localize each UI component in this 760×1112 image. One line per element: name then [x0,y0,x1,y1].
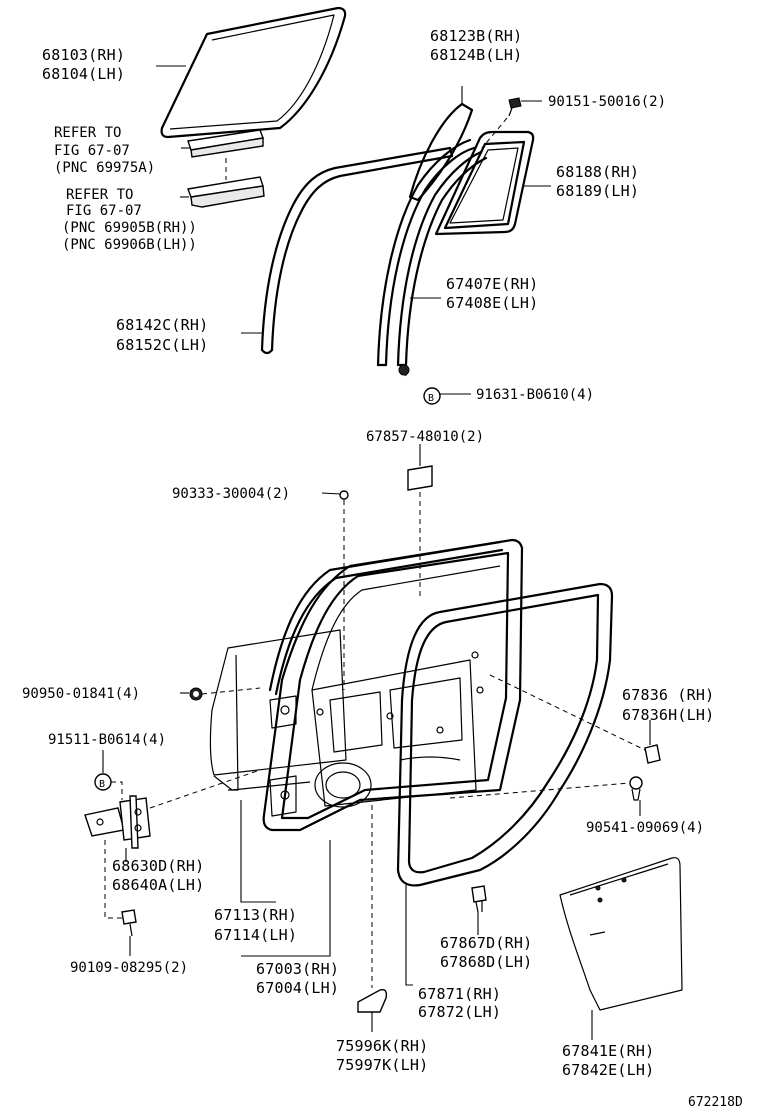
label-grommet: 90950-01841(4) [22,686,140,702]
label-refer1-a: REFER TO [54,125,121,141]
label-clip-right-lh: 67836H(LH) [622,706,714,724]
label-service-cover-lh: 67842E(LH) [562,1061,654,1079]
dash-clip-round [449,782,631,799]
label-refer2-b: FIG 67-07 [66,203,142,219]
label-clip-round: 90541-09069(4) [586,820,704,836]
label-plug: 90333-30004(2) [172,486,290,502]
label-frame-rh: 68188(RH) [556,163,639,181]
dash-grommet [201,687,261,695]
screw-top[interactable] [508,97,522,117]
label-hinge-lh: 68640A(LH) [112,876,204,894]
plug[interactable] [339,490,349,500]
label-glass-lh: 68104(LH) [42,65,125,83]
label-screw: 90151-50016(2) [548,94,666,110]
label-body-weatherstrip-lh: 67872(LH) [418,1003,501,1021]
label-refer2-a: REFER TO [66,187,133,203]
label-refer1-b: FIG 67-07 [54,143,130,159]
glass-channel-upper[interactable] [187,129,264,158]
clip-round[interactable] [629,776,643,801]
label-door-panel-rh: 67003(RH) [256,960,339,978]
leader-weatherstrip-door [240,800,276,903]
label-bolt-b: 91631-B0610(4) [476,387,594,403]
label-quarter-glass-lh: 68124B(LH) [430,46,522,64]
label-emblem-lh: 75997K(LH) [336,1056,428,1074]
label-division-lh: 67408E(LH) [446,294,538,312]
label-bolt-hinge-low: 90109-08295(2) [70,960,188,976]
label-pad: 67857-48010(2) [366,429,484,445]
clip-right[interactable] [644,744,661,764]
label-bolt-hinge: 91511-B0614(4) [48,732,166,748]
door-weatherstrip[interactable] [268,540,504,696]
body-weatherstrip[interactable] [396,582,614,887]
label-service-cover-rh: 67841E(RH) [562,1042,654,1060]
leader-body-weatherstrip [405,885,413,986]
label-refer1-c: (PNC 69975A) [54,160,155,176]
quarter-glass[interactable] [408,102,474,202]
label-door-panel-lh: 67004(LH) [256,979,339,997]
label-quarter-glass-rh: 68123B(RH) [430,27,522,45]
diagram-code: 672218D [688,1095,743,1110]
label-division-rh: 67407E(RH) [446,275,538,293]
label-weatherstrip-door-rh: 67113(RH) [214,906,297,924]
pad[interactable] [407,465,433,491]
service-hole-cover[interactable] [559,857,683,1011]
grommet[interactable] [189,687,203,701]
label-refer2-d: (PNC 69906B(LH)) [62,237,197,253]
label-clip-lower-lh: 67868D(LH) [440,953,532,971]
dash-clip-right [489,674,646,751]
quarter-frame[interactable] [434,130,535,236]
label-hinge-rh: 68630D(RH) [112,857,204,875]
label-frame-lh: 68189(LH) [556,182,639,200]
label-run-rh: 68142C(RH) [116,316,208,334]
bolt-hinge[interactable]: B [94,773,112,791]
clip-lower[interactable] [471,885,487,913]
label-body-weatherstrip-rh: 67871(RH) [418,985,501,1003]
division-bar[interactable] [376,138,488,377]
door-hinge[interactable] [84,795,151,849]
label-emblem-rh: 75996K(RH) [336,1037,428,1055]
leader-door-panel [241,840,331,957]
label-clip-right-rh: 67836 (RH) [622,686,714,704]
dash-bolt-hinge [111,781,123,800]
emblem[interactable] [357,988,388,1013]
dash-hinge-door [149,769,261,809]
label-clip-lower-rh: 67867D(RH) [440,934,532,952]
label-run-lh: 68152C(LH) [116,336,208,354]
bolt-hinge-low[interactable] [121,909,137,937]
leader-plug [321,492,341,495]
door-glass[interactable] [160,6,347,139]
bolt-b[interactable]: B [398,364,441,405]
svg-text:B: B [99,779,105,790]
glass-channel-lower[interactable] [187,176,265,208]
label-refer2-c: (PNC 69905B(RH)) [62,220,197,236]
label-glass-rh: 68103(RH) [42,46,125,64]
door-panel[interactable] [209,538,524,832]
svg-text:B: B [428,393,434,404]
label-weatherstrip-door-lh: 67114(LH) [214,926,297,944]
